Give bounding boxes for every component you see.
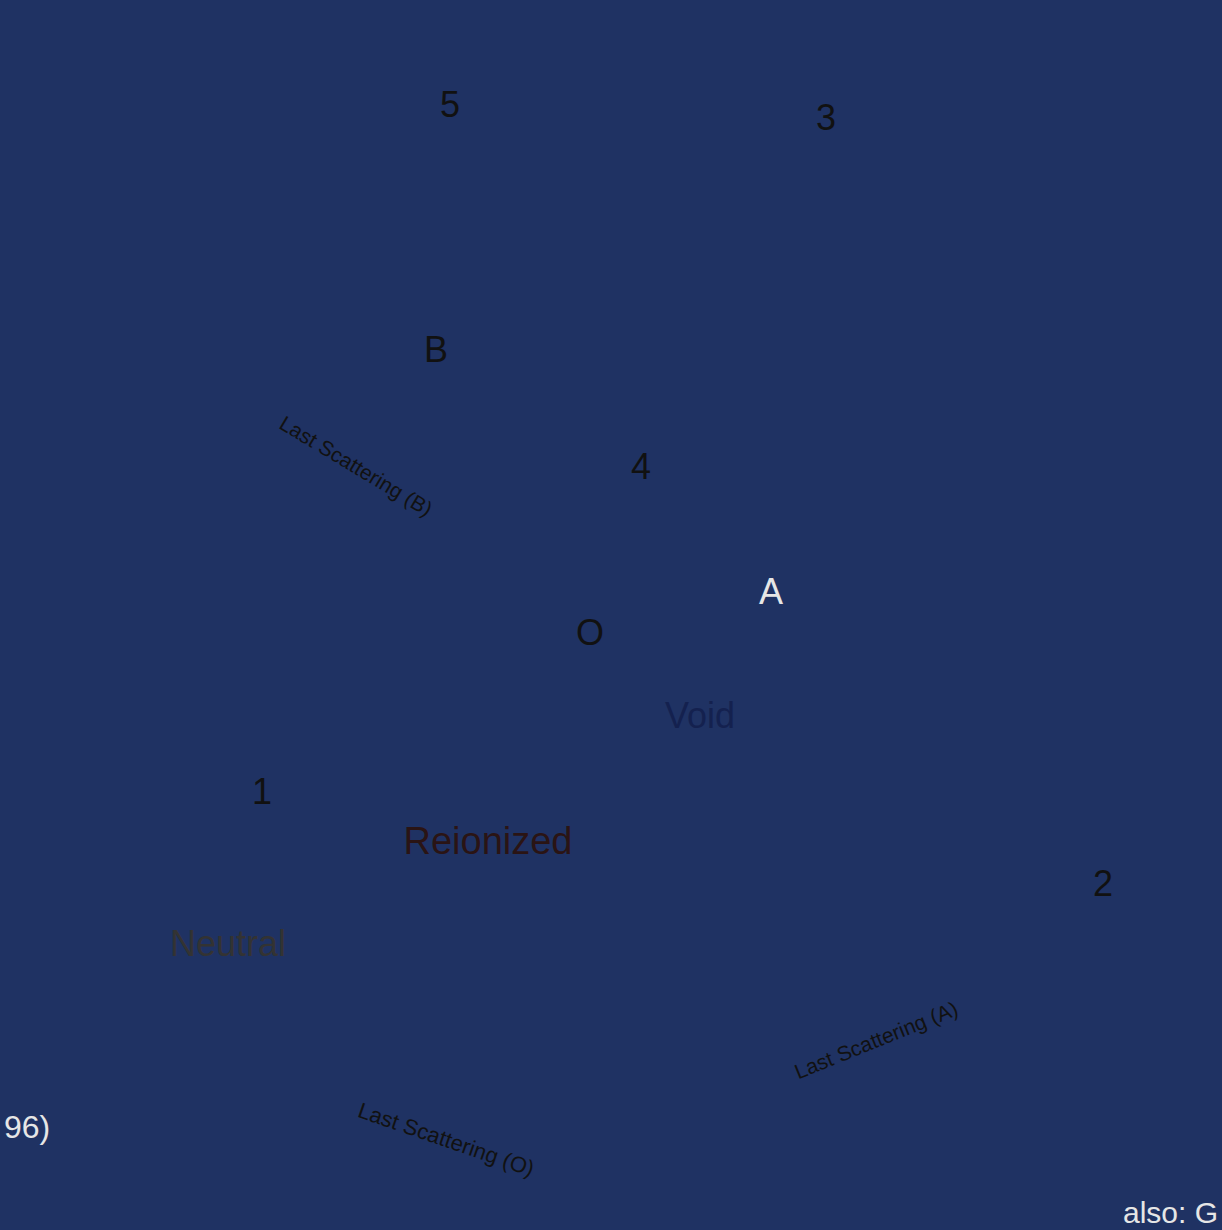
region-outline: [444, 442, 800, 798]
observer-dot: [432, 294, 454, 316]
region-label: Void: [665, 696, 735, 736]
region-disc: [444, 442, 800, 798]
observer-dot: [611, 609, 633, 631]
observer-offset: [443, 305, 622, 620]
sight-line: [735, 620, 1105, 930]
last-scattering-b-circle: [211, 73, 675, 537]
callout-number: 2: [1093, 864, 1113, 904]
last-scattering-a-circle: [255, 140, 1215, 1100]
neutral-region: Neutral Reionized Void: [28, 30, 1216, 1218]
dashed-ray: [735, 619, 1218, 622]
callout-number: 1: [252, 772, 272, 812]
citation-fragment: 96): [4, 1110, 50, 1145]
point-label: B: [424, 330, 448, 370]
sight-line-thick: [998, 840, 1105, 930]
point-label: O: [576, 613, 604, 653]
last-scattering-o-ring: [22, 24, 1222, 1224]
reionized-region: Reionized Void: [187, 185, 1057, 1055]
callout-number: 5: [440, 85, 460, 125]
observer-dot: [724, 609, 746, 631]
region-outline: [28, 30, 1216, 1218]
citation-fragment: also: G: [1123, 1196, 1218, 1229]
void-region: Void: [444, 442, 800, 798]
surface-label: Last Scattering (A): [791, 997, 961, 1084]
point-label: A: [759, 572, 783, 612]
region-label: Reionized: [404, 821, 573, 863]
sight-line: [287, 620, 735, 782]
dashed-ray: [330, 105, 443, 305]
observer-offset: [622, 616, 735, 624]
surface-label: Last Scattering (O): [355, 1099, 537, 1182]
callout-number: 3: [816, 98, 836, 138]
surface-label: Last Scattering (B): [276, 411, 437, 520]
sight-line: [443, 305, 622, 447]
region-disc: [28, 30, 1216, 1218]
region-disc: [187, 185, 1057, 1055]
callout-number: 4: [631, 447, 651, 487]
region-outline: [187, 185, 1057, 1055]
region-label: Neutral: [170, 924, 286, 964]
sight-line: [735, 148, 818, 620]
